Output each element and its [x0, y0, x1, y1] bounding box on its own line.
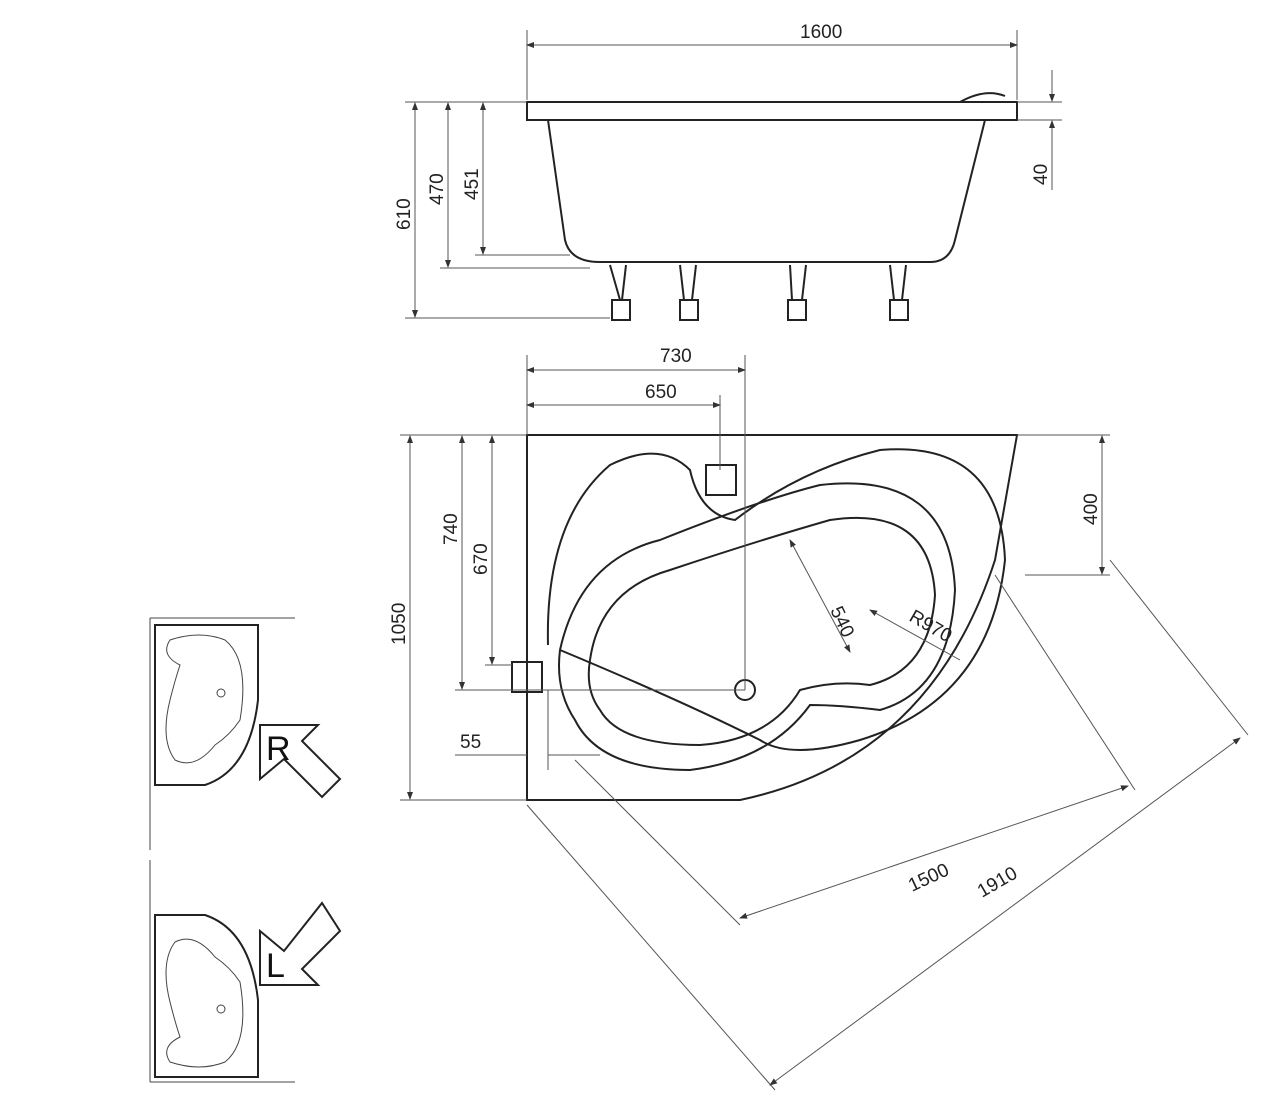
- dim-height-inner: 451: [462, 168, 483, 200]
- variant-right: R: [149, 617, 342, 850]
- tub-legs: [609, 264, 909, 321]
- dim-basin-width: 540: [825, 603, 857, 641]
- dim-overflow-offset: 730: [660, 346, 692, 367]
- dim-width: 1600: [800, 22, 842, 43]
- dim-length-total: 1910: [974, 863, 1021, 902]
- tub-body: [547, 119, 986, 263]
- dim-radius: R970: [906, 606, 956, 647]
- side-dimensions: [405, 30, 1062, 319]
- tub-rim: [526, 92, 1018, 121]
- tap-fitting: [511, 661, 543, 693]
- dim-height-total: 610: [394, 198, 415, 230]
- plan-dimensions: [400, 355, 1249, 1091]
- dim-rim-thickness: 40: [1031, 164, 1052, 185]
- variant-right-label: R: [266, 730, 291, 768]
- arrow-right-variant-icon: [259, 724, 342, 799]
- dim-tap-height: 740: [441, 513, 462, 545]
- dim-corner-cut: 400: [1081, 493, 1102, 525]
- plan-view: 730 650 1050 740 670 400 540 R970 55 150…: [389, 346, 1249, 1091]
- side-view: 1600 610 470 451 40: [394, 22, 1062, 321]
- basin-inner: [587, 516, 937, 747]
- dim-overflow-inner: 650: [645, 382, 677, 403]
- dim-depth-total: 1050: [389, 603, 410, 645]
- overflow-fitting: [705, 464, 737, 496]
- dim-edge-offset: 55: [460, 732, 481, 753]
- arrow-left-variant-icon: [259, 901, 342, 986]
- dim-height-rim: 470: [427, 173, 448, 205]
- dim-tap-inner: 670: [471, 543, 492, 575]
- basin-outer: [558, 482, 957, 772]
- variant-left-label: L: [266, 947, 285, 985]
- variant-left: L: [149, 860, 342, 1083]
- dim-length-inner: 1500: [905, 860, 952, 897]
